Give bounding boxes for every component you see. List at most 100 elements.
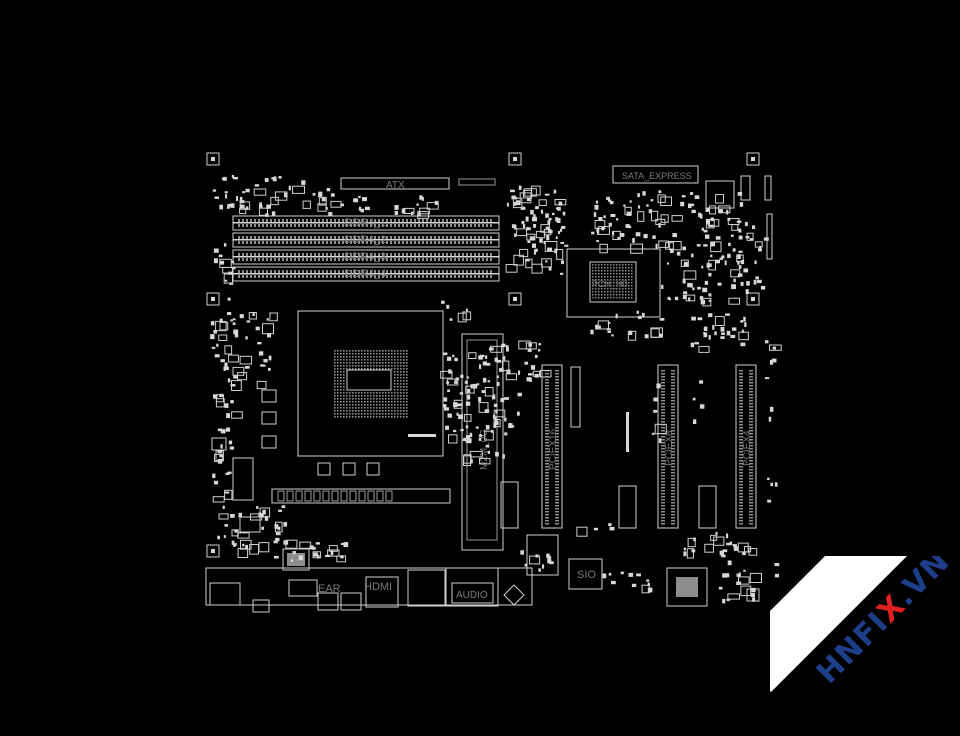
io-hdmi[interactable] <box>365 576 399 608</box>
dimm-pin <box>438 275 440 278</box>
smd-part <box>738 228 742 233</box>
dimm-pin <box>350 258 352 261</box>
sata-express-connector[interactable]: SATA_EXPRESS <box>612 165 699 184</box>
sio-chip[interactable]: SIO <box>568 558 603 590</box>
dimm-pin <box>474 236 476 239</box>
dimm-pin <box>366 224 368 227</box>
dimm-pin <box>326 224 328 227</box>
dimm-pin <box>478 224 480 227</box>
dimm-pin <box>250 224 252 227</box>
smd-part <box>258 512 262 518</box>
pcie-x4-slot[interactable]: PCIEX4 <box>735 364 757 529</box>
smd-part <box>706 219 710 225</box>
cpu-pin <box>397 410 399 412</box>
smd-part <box>330 193 335 197</box>
smd-part <box>680 259 689 267</box>
cpu-pin <box>361 401 363 403</box>
smd-part <box>223 273 233 284</box>
pcie-pin <box>545 505 549 507</box>
dimm-pin <box>270 241 272 244</box>
cpu-pin <box>370 398 372 400</box>
dimm-pin <box>326 270 328 273</box>
dimm-pin <box>470 253 472 256</box>
io-lan[interactable] <box>407 569 446 607</box>
smd-part <box>233 329 239 335</box>
dimm-pin <box>258 224 260 227</box>
cpu-pin <box>337 359 339 361</box>
pcie-pin <box>739 508 743 510</box>
cpu-pin <box>337 407 339 409</box>
pcie-x1-slot-3[interactable] <box>618 485 637 529</box>
pcie-x8-slot[interactable]: PCIEX8 <box>657 364 679 529</box>
cpu-pin <box>352 350 354 352</box>
cpu-pin <box>334 374 336 376</box>
pcie-x1-slot-2[interactable] <box>500 481 519 529</box>
io-audio-block[interactable] <box>445 567 499 607</box>
cpu-pin <box>400 407 402 409</box>
smd-part <box>688 297 691 302</box>
dimm-pin <box>366 236 368 239</box>
dimm-pin <box>382 241 384 244</box>
smd-part <box>210 321 215 326</box>
smd-part <box>722 599 726 604</box>
smd-part <box>697 286 701 290</box>
pcie-pin <box>671 439 675 441</box>
smd-part <box>340 203 344 207</box>
pcie-pin <box>671 406 675 408</box>
dimm-pin <box>422 219 424 222</box>
cpu-pin <box>337 371 339 373</box>
dimm-pin <box>314 241 316 244</box>
smd-part <box>223 243 227 247</box>
dimm-pin <box>470 270 472 273</box>
pcie-x16-slot[interactable]: PCIEX16 <box>541 364 563 529</box>
smd-part <box>708 293 712 297</box>
dimm-pin <box>370 253 372 256</box>
smd-part <box>736 220 742 223</box>
dimm-pin <box>474 253 476 256</box>
atx-connector[interactable]: ATX <box>340 177 450 191</box>
pcie-pin <box>671 382 675 384</box>
chip-bottom-right[interactable] <box>666 567 708 607</box>
dimm-pin <box>362 241 364 244</box>
pcie-pin <box>739 484 743 486</box>
dimm-pin <box>294 219 296 222</box>
pch-ball <box>601 297 603 299</box>
pcie-x1-slot-4[interactable] <box>698 485 717 529</box>
pcie-pin <box>739 472 743 474</box>
smd-part <box>728 297 741 305</box>
pcie-x1-slot-1[interactable] <box>570 366 581 428</box>
pch-chip[interactable]: PCH_H0 <box>566 248 661 318</box>
dimm-pin <box>262 253 264 256</box>
pch-ball <box>595 291 597 293</box>
chip-near-sio[interactable] <box>526 534 559 576</box>
cpu-pin <box>352 401 354 403</box>
cpu-pin <box>400 356 402 358</box>
smd-part <box>737 228 741 231</box>
io-ps2[interactable] <box>209 582 241 606</box>
io-usb-3[interactable] <box>340 592 362 611</box>
smd-part <box>525 258 533 269</box>
io-usb-1[interactable] <box>288 579 318 597</box>
dimm-pin <box>434 219 436 222</box>
smd-part <box>212 496 225 503</box>
smd-part <box>646 204 649 207</box>
dimm-pin <box>318 219 320 222</box>
smd-part <box>221 177 225 180</box>
dimm-pin <box>454 253 456 256</box>
cpu-pin <box>394 377 396 379</box>
cpu-pin <box>385 353 387 355</box>
cpu-pin <box>334 398 336 400</box>
cpu-pin <box>346 392 348 394</box>
dimm-pin <box>358 224 360 227</box>
smd-part <box>591 231 595 235</box>
pch-ball <box>616 267 618 269</box>
cpu-socket[interactable] <box>297 310 444 457</box>
io-usb-2[interactable] <box>317 592 339 611</box>
pcie-pin <box>671 514 675 516</box>
dimm-pin <box>482 275 484 278</box>
smd-part <box>657 194 666 203</box>
cpu-pin <box>370 401 372 403</box>
smd-part <box>703 332 708 338</box>
dimm-pin <box>346 258 348 261</box>
